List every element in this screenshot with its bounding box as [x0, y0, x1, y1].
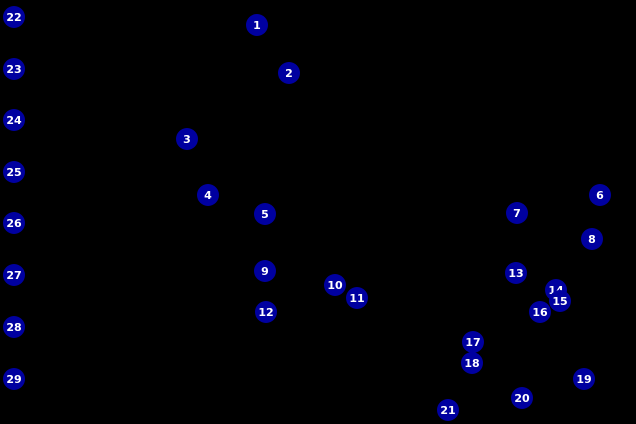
- marker-25[interactable]: 25: [3, 161, 25, 183]
- marker-7[interactable]: 7: [506, 202, 528, 224]
- marker-18[interactable]: 18: [461, 352, 483, 374]
- marker-2[interactable]: 2: [278, 62, 300, 84]
- marker-12[interactable]: 12: [255, 301, 277, 323]
- marker-5[interactable]: 5: [254, 203, 276, 225]
- marker-20[interactable]: 20: [511, 387, 533, 409]
- marker-10[interactable]: 10: [324, 274, 346, 296]
- marker-9[interactable]: 9: [254, 260, 276, 282]
- marker-28[interactable]: 28: [3, 316, 25, 338]
- marker-15[interactable]: 15: [549, 290, 571, 312]
- marker-16[interactable]: 16: [529, 301, 551, 323]
- marker-29[interactable]: 29: [3, 368, 25, 390]
- marker-1[interactable]: 1: [246, 14, 268, 36]
- marker-27[interactable]: 27: [3, 264, 25, 286]
- marker-23[interactable]: 23: [3, 58, 25, 80]
- marker-22[interactable]: 22: [3, 6, 25, 28]
- marker-17[interactable]: 17: [462, 331, 484, 353]
- marker-8[interactable]: 8: [581, 228, 603, 250]
- marker-26[interactable]: 26: [3, 212, 25, 234]
- marker-13[interactable]: 13: [505, 262, 527, 284]
- marker-6[interactable]: 6: [589, 184, 611, 206]
- marker-3[interactable]: 3: [176, 128, 198, 150]
- marker-4[interactable]: 4: [197, 184, 219, 206]
- marker-19[interactable]: 19: [573, 368, 595, 390]
- marker-21[interactable]: 21: [437, 399, 459, 421]
- marker-11[interactable]: 11: [346, 287, 368, 309]
- marker-24[interactable]: 24: [3, 109, 25, 131]
